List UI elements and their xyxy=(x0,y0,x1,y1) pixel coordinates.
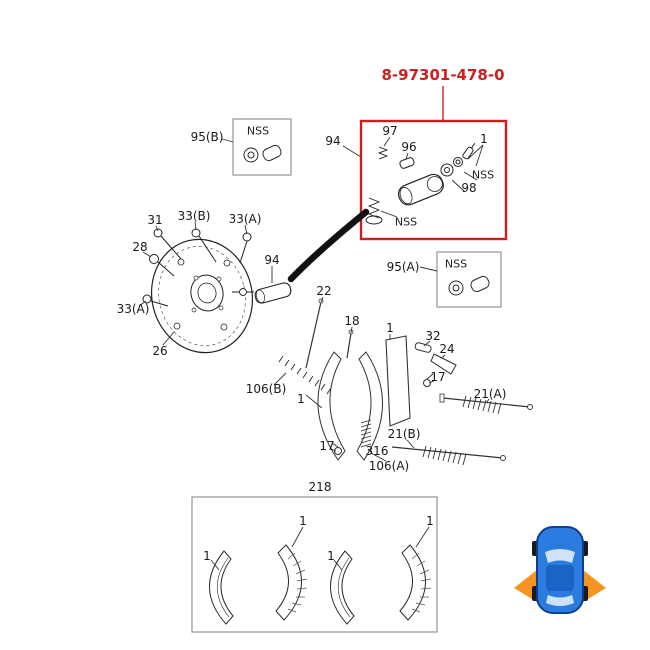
part-label-1-kit-d: 1 xyxy=(426,514,434,528)
part-label-94-detail: 94 xyxy=(325,134,341,148)
part-label-21a: 21(A) xyxy=(473,387,507,401)
part-label-106a: 106(A) xyxy=(368,459,410,473)
zoom-pointer-curve xyxy=(287,208,370,283)
part-label-94-main: 94 xyxy=(264,253,280,267)
part-label-1-detail: 1 xyxy=(480,132,488,146)
part-label-1-kit-b: 1 xyxy=(203,549,211,563)
nss-label-right-inset: NSS xyxy=(444,257,468,271)
adjuster-rods xyxy=(331,342,533,466)
nss-label-detail-right: NSS xyxy=(471,168,495,182)
part-label-95a: 95(A) xyxy=(386,260,420,274)
wheel-cylinder-detail xyxy=(365,142,476,225)
part-label-17-lower: 17 xyxy=(319,439,335,453)
part-label-21b: 21(B) xyxy=(387,427,421,441)
part-label-96: 96 xyxy=(401,140,417,154)
inset-box-95a xyxy=(436,251,502,308)
inset-box-95b xyxy=(232,118,292,176)
highlighted-part-number[interactable]: 8-97301-478-0 xyxy=(381,66,505,84)
part-label-26: 26 xyxy=(152,344,168,358)
nss-label-top-left: NSS xyxy=(246,124,270,138)
part-label-32: 32 xyxy=(425,329,441,343)
vehicle-locator-icon xyxy=(514,526,606,614)
part-label-1-kit-a: 1 xyxy=(299,514,307,528)
part-label-1-kit-c: 1 xyxy=(327,549,335,563)
part-label-106b: 106(B) xyxy=(245,382,287,396)
shoe-assembly xyxy=(278,298,411,461)
part-label-17-upper: 17 xyxy=(430,370,446,384)
wheel-cylinder-main xyxy=(232,282,292,304)
part-label-218: 218 xyxy=(308,480,332,494)
part-label-1-shoe: 1 xyxy=(297,392,305,406)
highlight-callout-box xyxy=(359,86,508,241)
part-label-97: 97 xyxy=(382,124,398,138)
part-label-95b: 95(B) xyxy=(190,130,224,144)
part-label-316: 316 xyxy=(365,444,389,458)
nss-label-detail-boot: NSS xyxy=(394,215,418,229)
part-label-1-upper: 1 xyxy=(386,321,394,335)
leader-lines xyxy=(138,136,490,571)
part-label-33a-left: 33(A) xyxy=(116,302,150,316)
part-label-98: 98 xyxy=(461,181,477,195)
backing-plate xyxy=(150,238,254,354)
mounting-bolts xyxy=(142,228,252,307)
shoe-kit-box xyxy=(191,496,438,633)
part-label-33a-top: 33(A) xyxy=(228,212,262,226)
part-label-31: 31 xyxy=(147,213,163,227)
part-label-28: 28 xyxy=(132,240,148,254)
part-label-22: 22 xyxy=(316,284,332,298)
part-label-18: 18 xyxy=(344,314,360,328)
part-label-33b: 33(B) xyxy=(177,209,211,223)
part-label-24: 24 xyxy=(439,342,455,356)
